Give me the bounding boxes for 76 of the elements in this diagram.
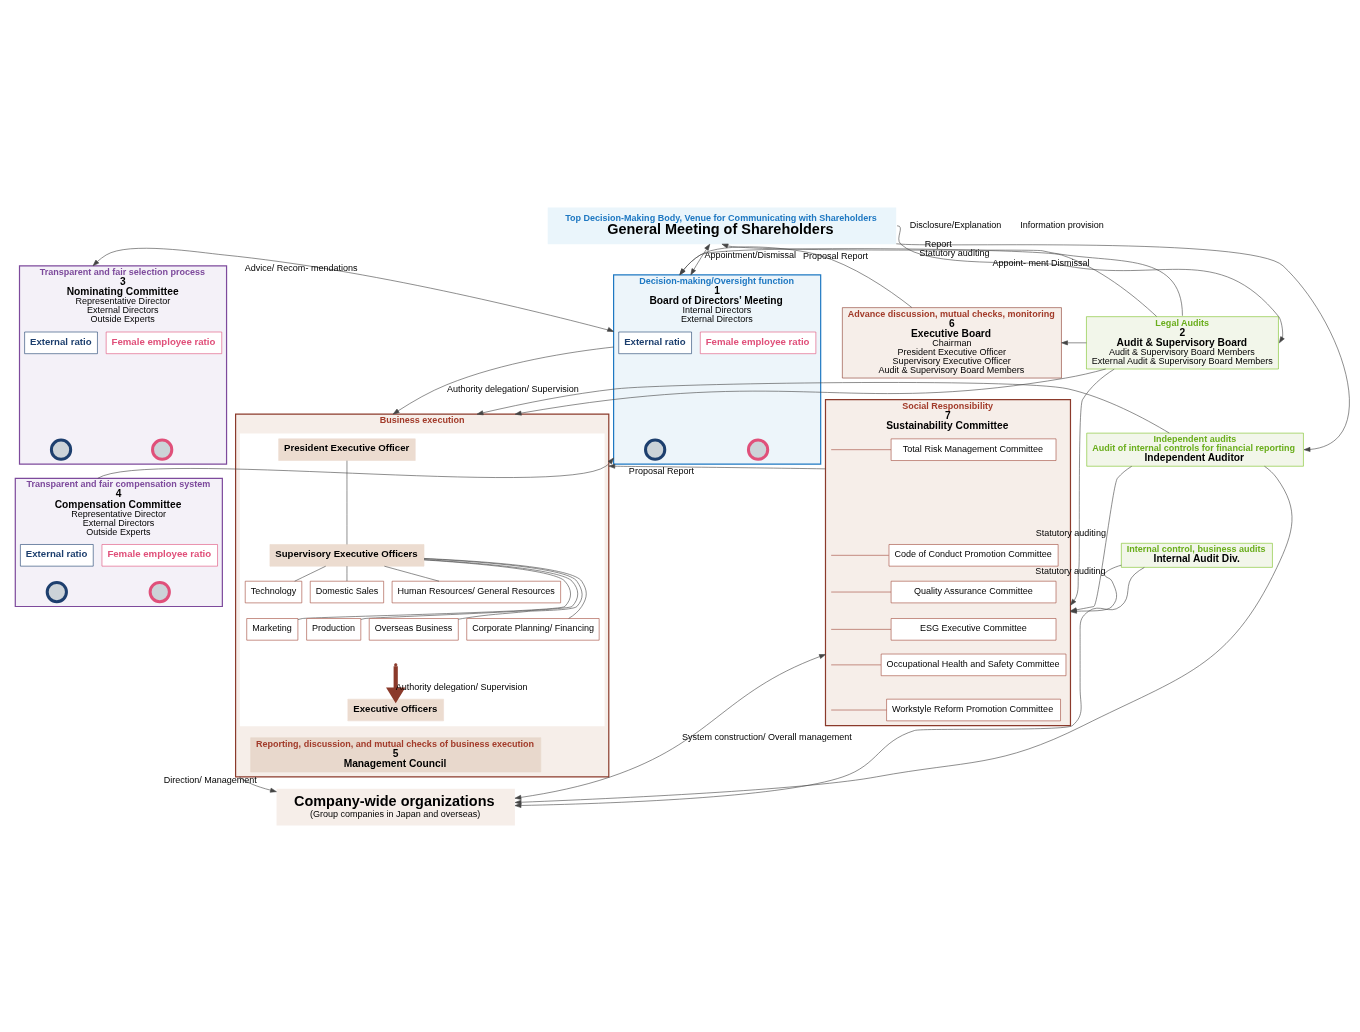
node-circle: [151, 438, 174, 461]
arrow: [238, 776, 277, 793]
arrow: [679, 247, 1157, 317]
arrow: [514, 566, 1145, 808]
node-box: External ratio: [618, 331, 692, 354]
edge-label: Statutory auditing: [919, 247, 990, 258]
edge-label: Proposal Report: [802, 250, 869, 261]
node-box: Production: [306, 617, 362, 640]
edge-label: Report: [924, 238, 952, 249]
node-box: Total Risk Management Committee: [890, 438, 1057, 461]
edge-label: Advice/ Recom- mendations: [244, 262, 358, 273]
connector: [830, 448, 892, 450]
node-box: Female employee ratio: [700, 331, 817, 354]
node-box: Corporate Planning/ Financing: [466, 617, 600, 640]
node-box: Occupational Health and Safety Committee: [880, 653, 1067, 676]
node-box: ESG Executive Committee: [890, 617, 1057, 640]
arrow: [514, 368, 1106, 415]
label: Disclosure/Explanation: [909, 219, 1002, 230]
node-box: Quality Assurance Committee: [890, 580, 1057, 603]
arrow: [514, 653, 826, 800]
arrow: [690, 243, 711, 275]
node-box: Legal Audits 2 Audit & Supervisory Board Audit & Supervisory Board Members External Audit & Supervisory Board Members: [1086, 315, 1279, 369]
node-box: Reporting, discussion, and mutual checks of business execution 5 Management Council: [250, 736, 542, 772]
connector: [297, 559, 571, 620]
edge-label: System construction/ Overall management: [681, 731, 852, 742]
arrow: [1061, 339, 1087, 345]
node-box: Female employee ratio: [105, 331, 223, 354]
node-box: Female employee ratio: [101, 543, 218, 566]
arrow: [92, 247, 614, 332]
connector: [384, 565, 440, 581]
edge-label: Authority delegation/ Supervision: [446, 383, 579, 394]
arrow: [392, 346, 614, 414]
connector: [830, 664, 882, 665]
node-box: Overseas Business: [368, 617, 459, 640]
node-box: Company-wide organizations (Group companies in Japan and overseas): [276, 788, 515, 826]
arrow: [896, 243, 1350, 452]
node-box: Executive Officers: [347, 698, 444, 721]
node-box: Workstyle Reform Promotion Committee: [886, 698, 1061, 721]
node-box: Technology: [244, 580, 303, 603]
node-box: President Executive Officer: [278, 438, 416, 461]
node-circle: [644, 438, 667, 461]
node-circle: [746, 438, 770, 461]
connector: [830, 554, 890, 556]
connector: [360, 558, 579, 620]
arrow: [476, 381, 1170, 433]
cluster: [239, 432, 605, 726]
node-box: Top Decision-Making Body, Venue for Communicating with Shareholders General Meeting of Shareholders: [547, 206, 897, 244]
connector: [294, 565, 326, 581]
arrow: [721, 243, 1183, 316]
node-circle: [148, 580, 171, 603]
node-box: Internal control, business audits Internal Audit Div.: [1121, 542, 1273, 568]
node-box: Human Resources/ General Resources: [391, 580, 561, 603]
edge-label: Appoint- ment Dismissal: [992, 257, 1090, 268]
connector: [830, 628, 892, 630]
node-circle: [49, 438, 73, 461]
label: Information provision: [1020, 219, 1104, 230]
arrow: [1070, 368, 1115, 606]
arrow: [679, 246, 913, 308]
node-box: External ratio: [24, 331, 98, 354]
node-box: Independent audits Audit of internal controls for financial reporting Independent Auditor: [1086, 432, 1304, 467]
node-box: Supervisory Executive Officers: [269, 543, 425, 566]
arrow: [514, 465, 1293, 805]
edge-label: Appointment/Dismissal: [704, 249, 797, 260]
node-box: Advance discussion, mutual checks, monitoring 6 Executive Board Chairman President Executive Officer Supervisory Executive Officer Audit & Supervisory Board Members: [842, 306, 1062, 378]
node-circle: [45, 580, 68, 603]
node-box: External ratio: [20, 543, 94, 566]
edge-label: Direction/ Management: [163, 774, 257, 785]
arrow: [896, 224, 1285, 343]
node-box: Code of Conduct Promotion Committee: [888, 543, 1059, 566]
arrow: [608, 463, 826, 469]
node-box: Marketing: [246, 617, 299, 640]
edge-label: Proposal Report: [628, 465, 695, 476]
node-box: Domestic Sales: [309, 580, 384, 603]
arrow: [386, 665, 406, 703]
connector: [830, 709, 887, 710]
connector: [346, 459, 348, 545]
